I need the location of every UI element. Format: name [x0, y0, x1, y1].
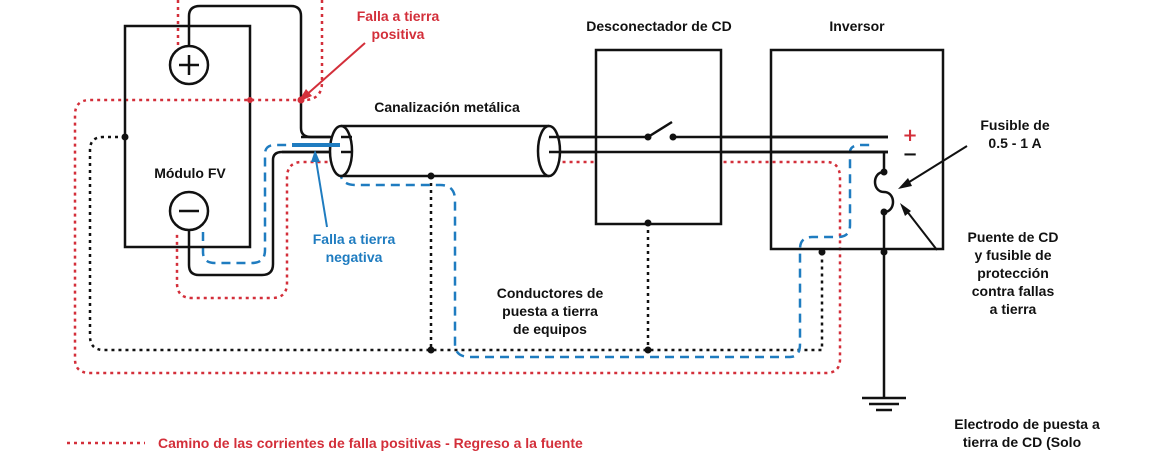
label-negative-fault: Falla a tierra — [313, 231, 396, 247]
dc-conductors — [187, 4, 888, 277]
annotation-arrows — [247, 42, 968, 251]
legend-label: Camino de las corrientes de falla positi… — [158, 435, 583, 451]
label-egc-2: puesta a tierra — [502, 303, 598, 319]
positive-fault-path — [73, 0, 842, 375]
minus-sign-label: − — [902, 144, 917, 165]
label-positive-fault: Falla a tierra — [357, 8, 440, 24]
label-inverter: Inversor — [829, 18, 885, 34]
label-fuse: Fusible de — [980, 117, 1049, 133]
label-pv-module: Módulo FV — [154, 165, 226, 181]
fuse-icon — [873, 152, 895, 249]
label-electrode-2: tierra de CD (Solo — [963, 434, 1081, 450]
inverter-box — [769, 48, 945, 251]
positive-fault-dot — [297, 96, 305, 104]
negative-fault-path — [201, 143, 872, 359]
label-bond-fuse-5: a tierra — [990, 301, 1037, 317]
label-egc-3: de equipos — [513, 321, 587, 337]
label-bond-fuse: Puente de CD — [967, 229, 1058, 245]
label-fuse-2: 0.5 - 1 A — [988, 135, 1041, 151]
plus-sign-label: + — [902, 125, 917, 146]
ground-dot-raceway — [427, 172, 435, 180]
label-negative-fault-2: negativa — [326, 249, 383, 265]
label-raceway: Canalización metálica — [374, 99, 520, 115]
switch-blade — [647, 120, 673, 139]
ground-dot-disconnect — [644, 219, 652, 227]
label-positive-fault-2: positiva — [372, 26, 425, 42]
label-dc-disconnect: Desconectador de CD — [586, 18, 731, 34]
label-egc: Conductores de — [497, 285, 604, 301]
ground-electrode-icon — [862, 252, 906, 412]
label-bond-fuse-3: protección — [977, 265, 1049, 281]
label-bond-fuse-4: contra fallas — [972, 283, 1055, 299]
ground-dot-module — [121, 133, 129, 141]
label-bond-fuse-2: y fusible de — [974, 247, 1051, 263]
equipment-grounding-conductors — [88, 135, 824, 352]
label-electrode: Electrodo de puesta a — [954, 416, 1100, 432]
